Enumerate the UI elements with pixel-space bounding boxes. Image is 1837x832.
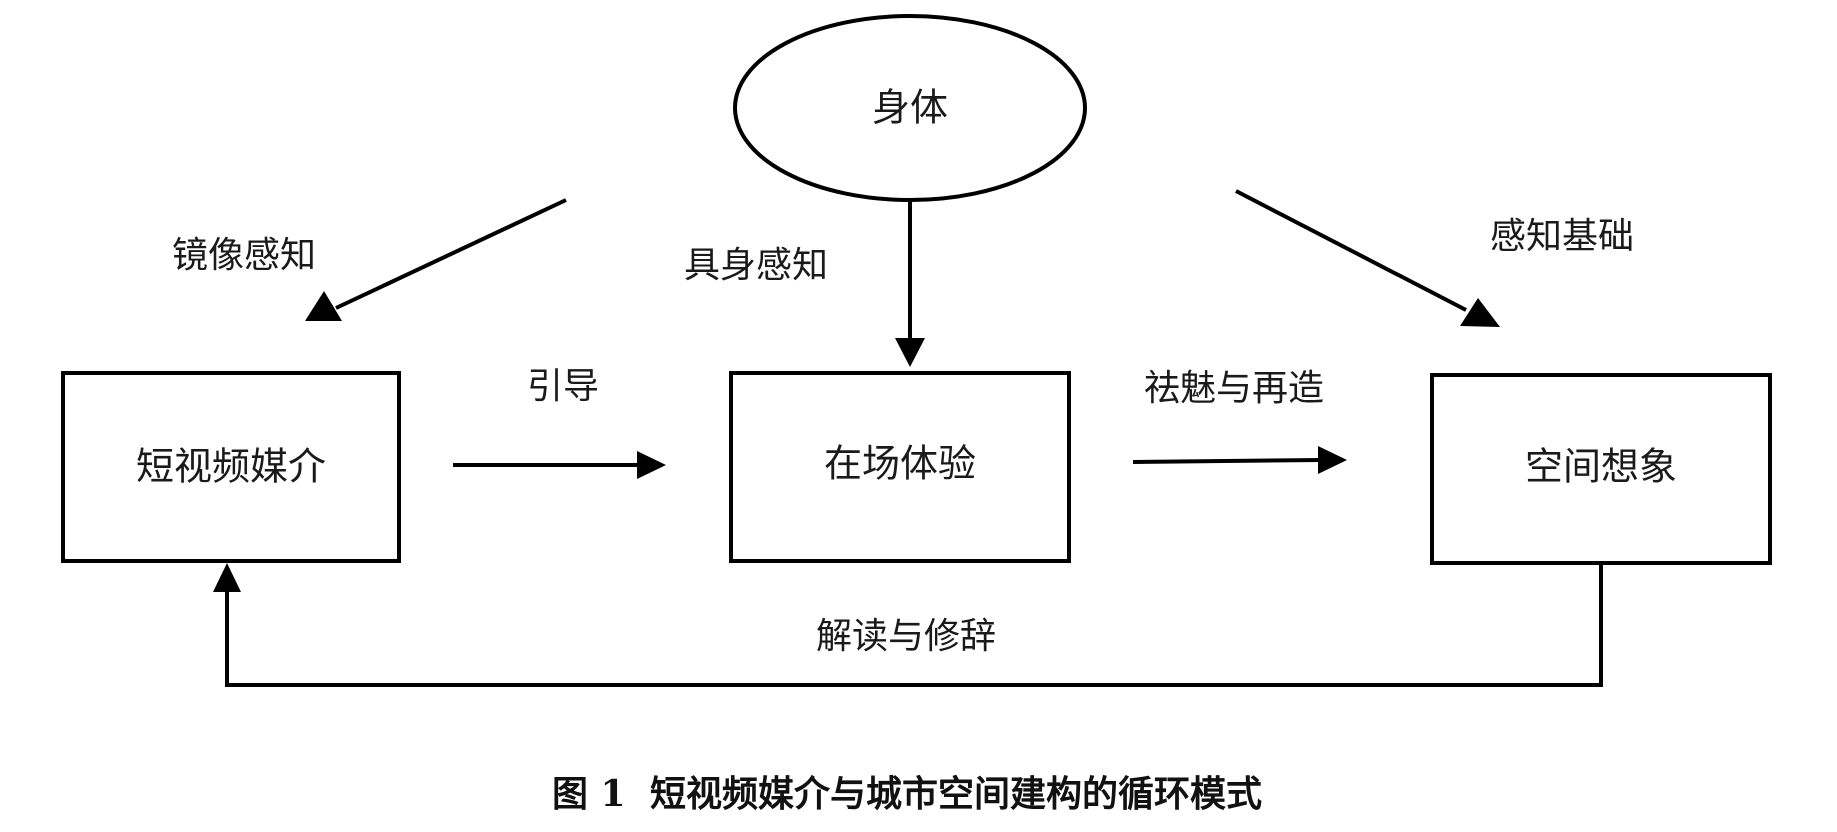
short-video-media-label: 短视频媒介 [136,445,326,489]
perception-foundation-arrowhead [1460,298,1500,327]
body-label: 身体 [872,86,948,130]
figure-number: 图 1 [552,773,626,815]
disenchant-recreate-line [1132,458,1322,464]
mirror-perception-line [335,198,567,310]
interpret-rhetoric-label: 解读与修辞 [816,616,996,657]
edge-interpret-rhetoric: 解读与修辞 [213,563,1603,687]
node-presence-experience: 在场体验 [729,371,1071,563]
embodied-perception-arrowhead [895,338,925,367]
figure-title: 短视频媒介与城市空间建构的循环模式 [650,773,1262,815]
embodied-perception-label: 具身感知 [684,245,828,286]
presence-experience-label: 在场体验 [824,442,976,486]
node-space-imagination: 空间想象 [1430,373,1772,565]
mirror-perception-arrowhead [305,291,342,321]
mirror-perception-label: 镜像感知 [172,235,316,276]
disenchant-recreate-label: 祛魅与再造 [1144,368,1324,409]
edge-disenchant-recreate: 祛魅与再造 [1132,368,1347,474]
presence-experience-box [729,371,1071,563]
node-short-video-media: 短视频媒介 [61,371,401,563]
perception-foundation-label: 感知基础 [1490,216,1634,257]
interpret-rhetoric-arrowhead [213,563,241,592]
space-imagination-box [1430,373,1772,565]
edge-guidance: 引导 [453,366,666,479]
edge-embodied-perception: 具身感知 [684,202,925,367]
body-ellipse [733,14,1087,202]
edge-perception-foundation: 感知基础 [1235,189,1634,327]
guidance-label: 引导 [527,366,599,407]
short-video-media-box [61,371,401,563]
disenchant-recreate-arrowhead [1318,446,1347,474]
figure-caption: 图 1 短视频媒介与城市空间建构的循环模式 [552,773,1262,815]
space-imagination-label: 空间想象 [1525,445,1677,489]
interpret-rhetoric-line [225,563,1603,687]
edge-mirror-perception: 镜像感知 [172,198,567,321]
guidance-arrowhead [637,451,666,479]
node-body: 身体 [733,14,1087,202]
perception-foundation-line [1235,189,1467,312]
